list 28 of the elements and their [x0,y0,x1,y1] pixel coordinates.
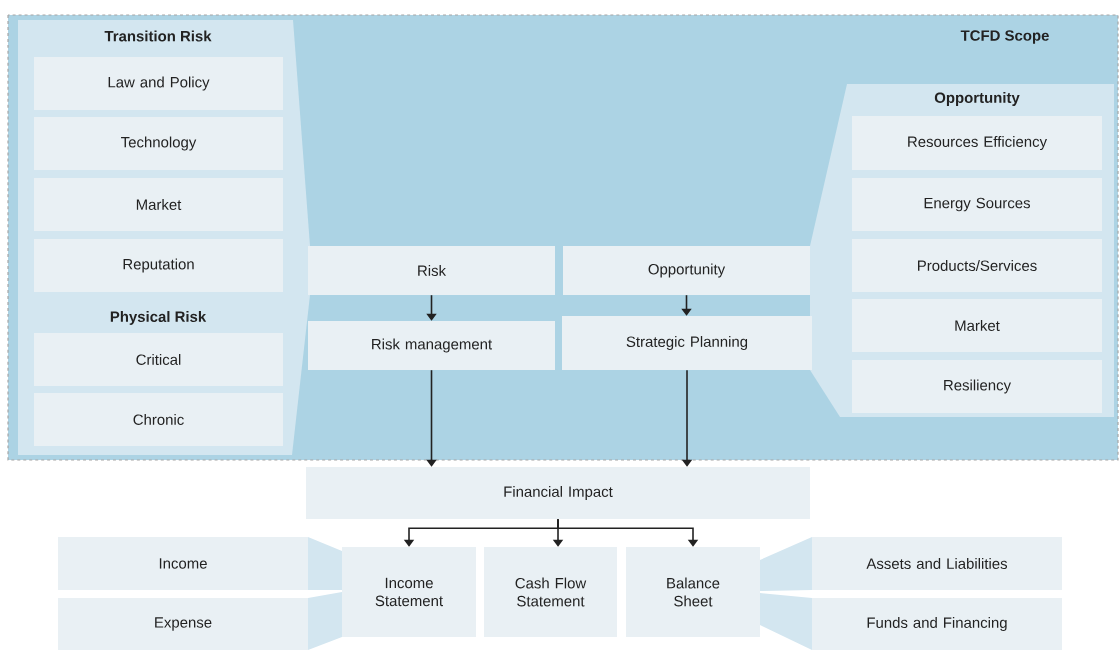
panel-heading: Opportunity [934,92,1020,106]
panel-heading: Transition Risk [104,30,212,42]
label-box: Energy Sources [852,178,1102,231]
label-box: Income [58,537,308,590]
label-box: Resiliency [852,360,1102,413]
label-box: Law and Policy [34,57,283,110]
label-box: Expense [58,598,308,650]
label-box: Risk [308,246,555,295]
label-box: Opportunity [563,246,810,295]
label-box: Market [852,299,1102,352]
label-box: Balance Sheet [626,547,760,637]
panel-heading: TCFD Scope [960,30,1049,44]
label-box: Resources Efficiency [852,116,1102,170]
label-box: Risk management [308,321,555,370]
label-box: Technology [34,117,283,170]
label-box: Assets and Liabilities [812,537,1062,590]
label-box: Chronic [34,393,283,446]
label-box: Funds and Financing [812,598,1062,650]
label-box: Financial Impact [306,467,810,519]
label-box: Critical [34,333,283,386]
label-box: Strategic Planning [562,316,812,370]
label-box: Products/Services [852,239,1102,292]
arrow [557,518,699,547]
label-box: Cash Flow Statement [484,547,617,637]
label-box: Reputation [34,239,283,292]
label-box: Income Statement [342,547,476,637]
label-box: Market [34,178,283,231]
panel-heading: Physical Risk [110,311,207,325]
